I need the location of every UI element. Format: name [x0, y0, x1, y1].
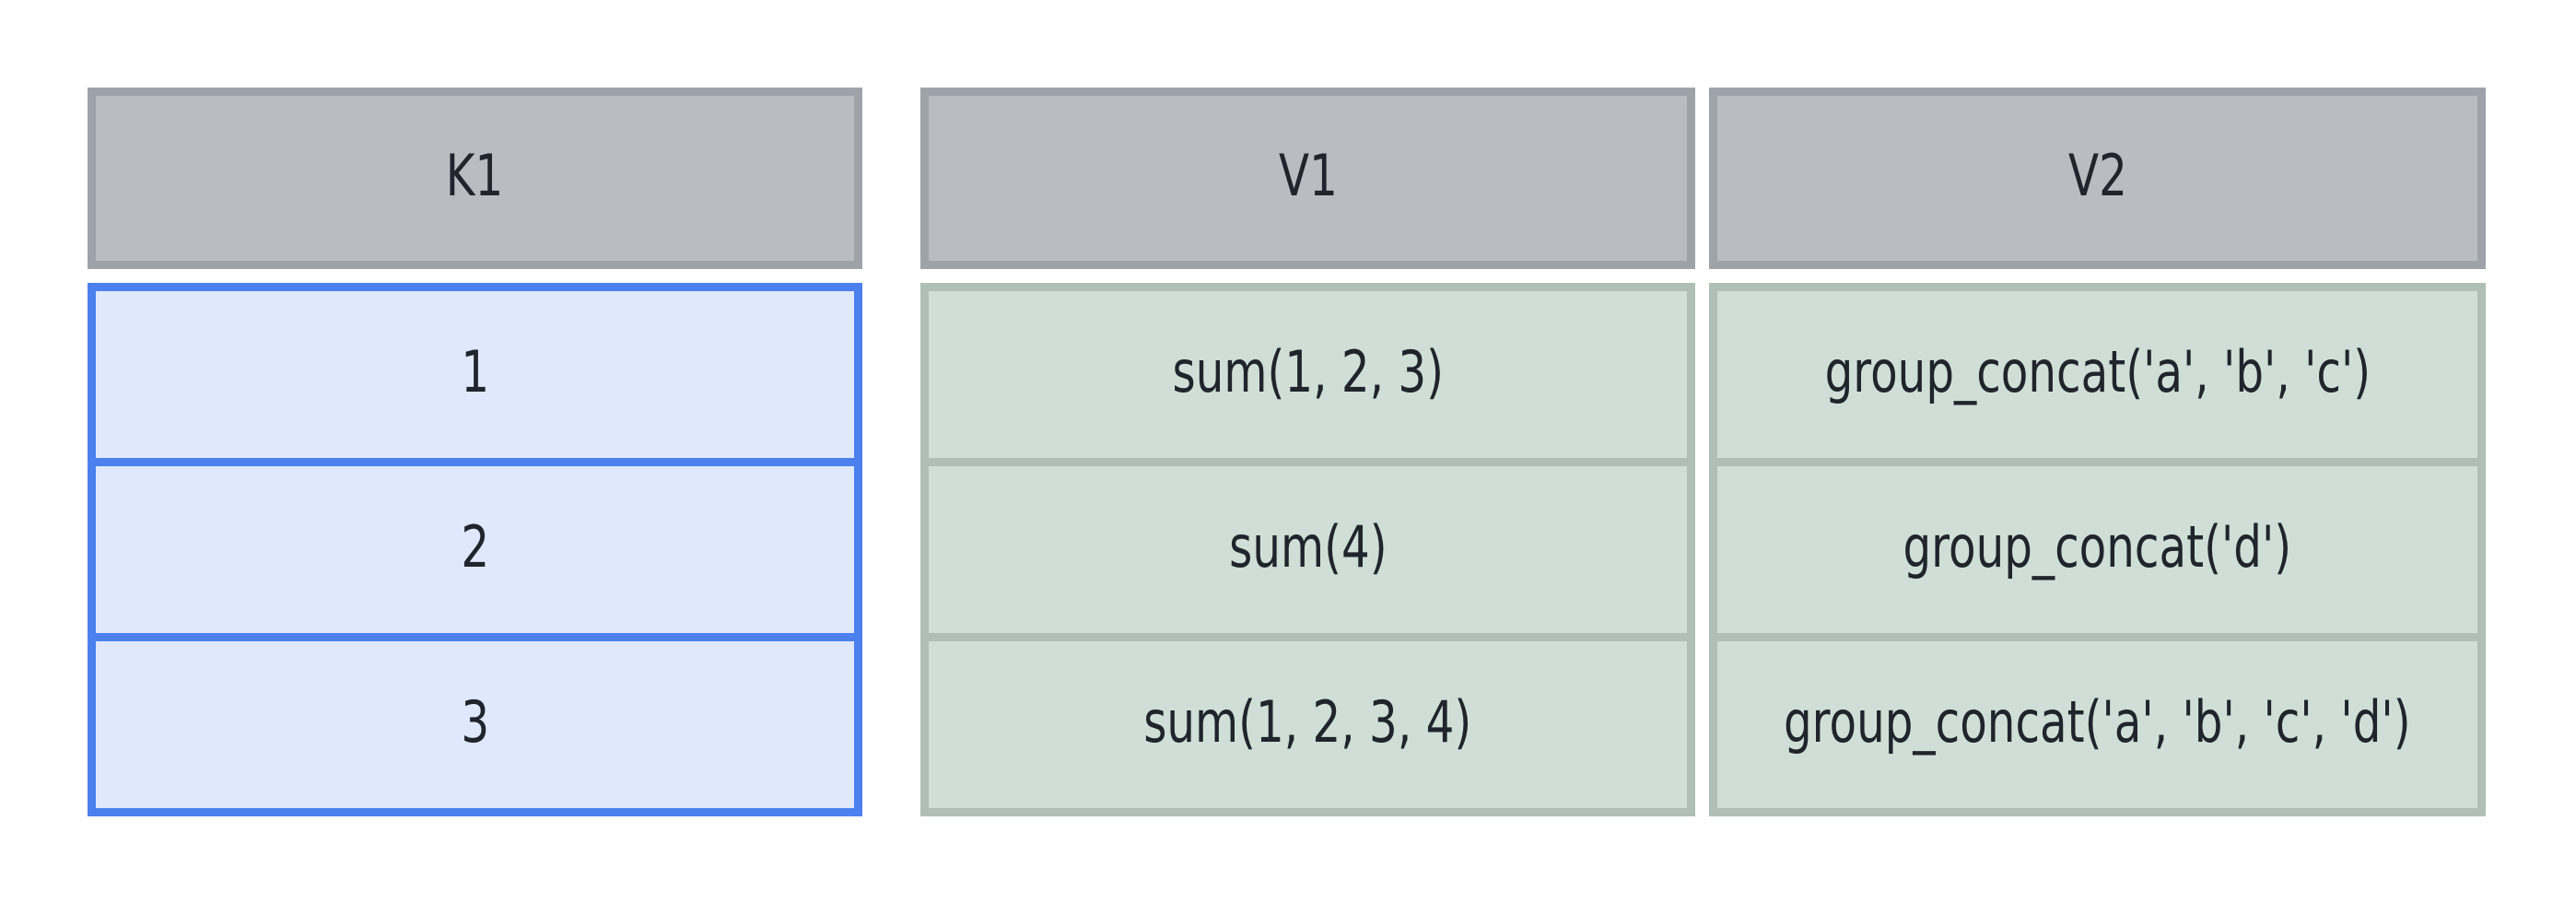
column-v2: V2 group_concat('a', 'b', 'c') group_con… — [1709, 88, 2486, 816]
cell-v2-row1: group_concat('a', 'b', 'c') — [1709, 283, 2486, 466]
cell-k1-row2-value: 2 — [461, 512, 489, 580]
cell-v2-row1-value: group_concat('a', 'b', 'c') — [1824, 337, 2371, 405]
column-v1: V1 sum(1, 2, 3) sum(4) sum(1, 2, 3, 4) — [920, 88, 1695, 816]
cell-k1-row3: 3 — [88, 633, 862, 816]
cell-v1-row2: sum(4) — [920, 458, 1695, 641]
column-v1-header: V1 — [920, 88, 1695, 269]
cell-v2-row2-value: group_concat('d') — [1903, 512, 2292, 580]
cell-v2-row2: group_concat('d') — [1709, 458, 2486, 641]
column-k1-header-label: K1 — [446, 141, 504, 209]
cell-v1-row3-value: sum(1, 2, 3, 4) — [1143, 687, 1472, 756]
cell-v1-row2-value: sum(4) — [1228, 512, 1388, 580]
cell-v2-row3-value: group_concat('a', 'b', 'c', 'd') — [1784, 687, 2411, 756]
column-k1-rows: 1 2 3 — [88, 283, 862, 816]
cell-v1-row1: sum(1, 2, 3) — [920, 283, 1695, 466]
column-v2-rows: group_concat('a', 'b', 'c') group_concat… — [1709, 283, 2486, 816]
column-v2-header: V2 — [1709, 88, 2486, 269]
cell-v1-row1-value: sum(1, 2, 3) — [1172, 337, 1444, 405]
column-v2-header-label: V2 — [2067, 141, 2127, 209]
cell-k1-row3-value: 3 — [461, 687, 489, 756]
cell-k1-row1: 1 — [88, 283, 862, 466]
cell-k1-row2: 2 — [88, 458, 862, 641]
column-k1-header: K1 — [88, 88, 862, 269]
column-k1: K1 1 2 3 — [88, 88, 862, 816]
cell-k1-row1-value: 1 — [461, 337, 489, 405]
cell-v2-row3: group_concat('a', 'b', 'c', 'd') — [1709, 633, 2486, 816]
column-v1-rows: sum(1, 2, 3) sum(4) sum(1, 2, 3, 4) — [920, 283, 1695, 816]
cell-v1-row3: sum(1, 2, 3, 4) — [920, 633, 1695, 816]
column-v1-header-label: V1 — [1278, 141, 1338, 209]
